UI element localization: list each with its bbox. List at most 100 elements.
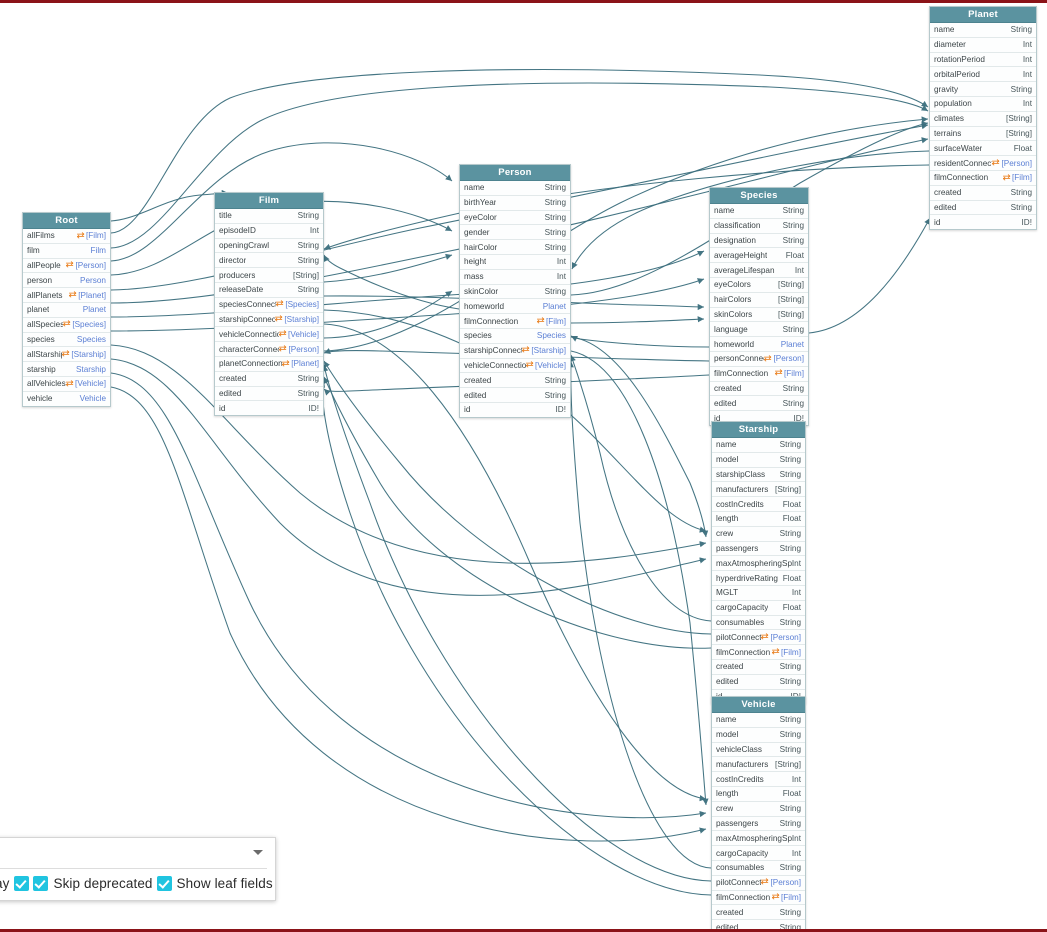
field-type-link[interactable]: Species xyxy=(536,331,566,341)
show-leaf-fields-checkbox[interactable]: Show leaf fields xyxy=(156,876,273,891)
type-node-title[interactable]: Starship xyxy=(712,422,805,438)
field-row[interactable]: vehicleConnection⇄[Vehicle] xyxy=(215,327,323,343)
field-row[interactable]: starshipConnection⇄[Starship] xyxy=(460,343,570,359)
field-type-link[interactable]: [Film] xyxy=(545,316,566,326)
field-type-link[interactable]: [Vehicle] xyxy=(288,329,319,339)
field-type-link[interactable]: Planet xyxy=(82,305,106,315)
field-type-link[interactable]: [Film] xyxy=(780,892,801,902)
field-row[interactable]: filmConnection⇄[Film] xyxy=(712,890,805,906)
field-row[interactable]: filmConnection⇄[Film] xyxy=(460,314,570,329)
field-type-link[interactable]: [Person] xyxy=(770,632,802,642)
field-type-link[interactable]: [Planet] xyxy=(291,359,319,369)
field-type-link[interactable]: [Planet] xyxy=(78,290,106,300)
field-row[interactable]: maxAtmospheringSpeedInt xyxy=(712,831,805,847)
type-node-title[interactable]: Root xyxy=(23,213,110,229)
field-type-link[interactable]: Planet xyxy=(542,301,566,311)
schema-select-row[interactable] xyxy=(0,838,267,869)
field-row[interactable]: manufacturers[String] xyxy=(712,757,805,773)
field-row[interactable]: skinColors[String] xyxy=(710,307,808,323)
field-row[interactable]: filmConnection⇄[Film] xyxy=(712,645,805,660)
field-type-link[interactable]: [Starship] xyxy=(284,314,319,324)
field-type-link[interactable]: [Film] xyxy=(783,369,804,379)
field-type-link[interactable]: [Starship] xyxy=(531,346,566,356)
field-type-link[interactable]: [Starship] xyxy=(71,349,106,359)
field-type-link[interactable]: [Person] xyxy=(773,354,805,364)
field-type-link[interactable]: [Species] xyxy=(285,300,319,310)
field-row[interactable]: pilotConnection⇄[Person] xyxy=(712,875,805,891)
field-type-link[interactable]: [Vehicle] xyxy=(75,379,106,389)
checkbox-checked-icon[interactable] xyxy=(33,876,49,891)
field-row[interactable]: vehicleConnection⇄[Vehicle] xyxy=(460,358,570,374)
chevron-down-icon[interactable] xyxy=(253,850,263,855)
field-row[interactable]: maxAtmospheringSpeedInt xyxy=(712,556,805,572)
type-node-title[interactable]: Person xyxy=(460,165,570,181)
field-row[interactable]: filmConnection⇄[Film] xyxy=(710,366,808,382)
field-row[interactable]: allPeople⇄[Person] xyxy=(23,258,110,274)
field-row[interactable]: allSpecies⇄[Species] xyxy=(23,317,110,333)
field-type-link[interactable]: Planet xyxy=(780,339,804,349)
field-row[interactable]: manufacturers[String] xyxy=(712,482,805,498)
field-type-link[interactable]: [Film] xyxy=(780,647,801,657)
field-row[interactable]: filmConnection⇄[Film] xyxy=(930,170,1036,186)
field-type-link[interactable]: [Person] xyxy=(1001,158,1033,168)
field-row[interactable]: personConnection⇄[Person] xyxy=(710,351,808,367)
checkbox-checked-icon[interactable] xyxy=(156,876,172,891)
field-row[interactable]: residentConnection⇄[Person] xyxy=(930,156,1036,171)
field-row[interactable]: hairColors[String] xyxy=(710,292,808,308)
field-type-link[interactable]: [Person] xyxy=(75,260,107,270)
